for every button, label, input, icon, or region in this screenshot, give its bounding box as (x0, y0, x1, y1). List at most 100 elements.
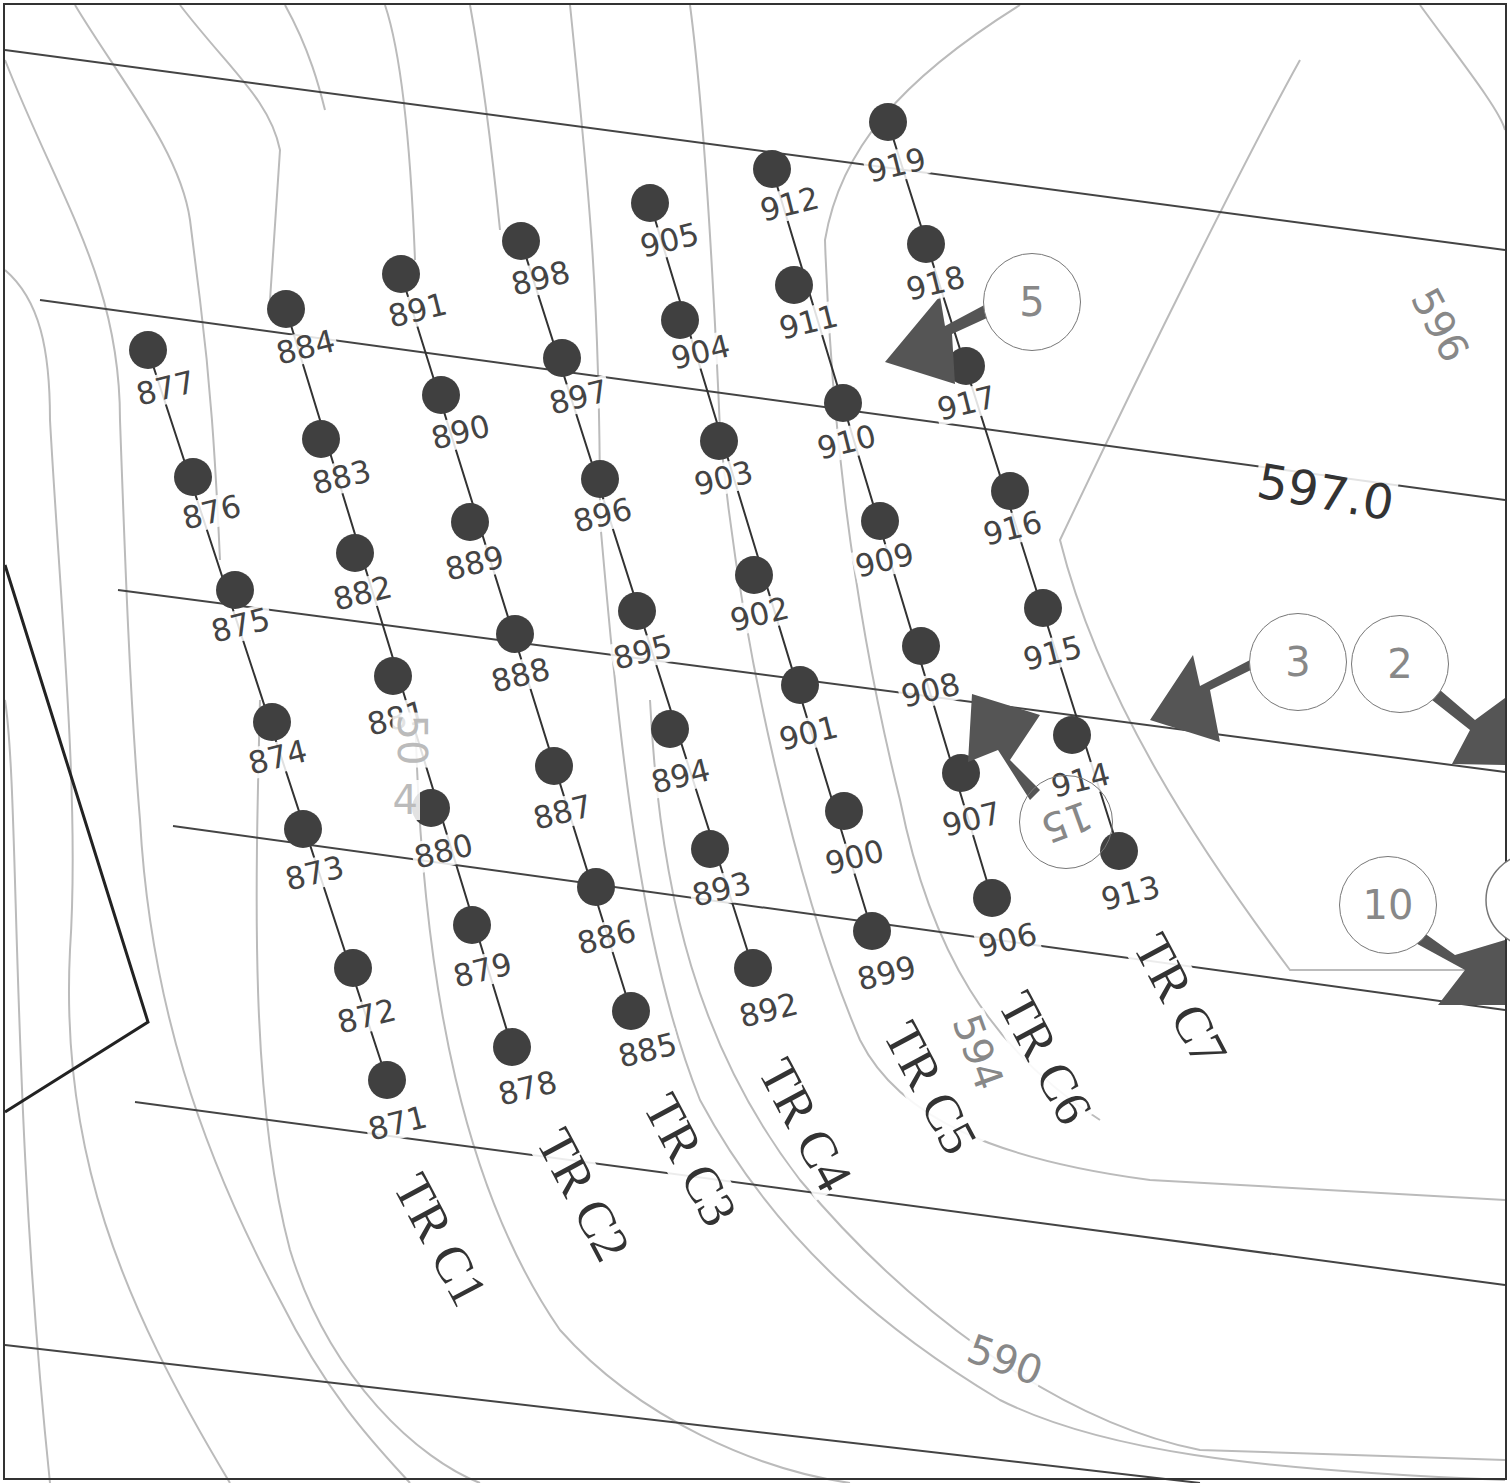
point-number: 878 (493, 1065, 562, 1110)
point-number: 901 (774, 710, 843, 755)
point-number: 897 (544, 374, 613, 419)
point-number: 898 (506, 255, 575, 300)
survey-point (535, 747, 573, 785)
point-number: 909 (850, 537, 919, 582)
survey-point (942, 754, 980, 792)
point-number: 885 (613, 1027, 682, 1072)
survey-point (973, 879, 1011, 917)
point-number: 877 (131, 365, 200, 410)
survey-point (581, 460, 619, 498)
survey-point (902, 627, 940, 665)
point-number: 896 (568, 492, 637, 537)
survey-point (651, 710, 689, 748)
survey-point (374, 657, 412, 695)
survey-point (618, 592, 656, 630)
point-number: 872 (332, 993, 401, 1038)
point-number: 903 (689, 455, 758, 500)
survey-point (1100, 832, 1138, 870)
point-number: 910 (812, 419, 881, 464)
point-number: 900 (820, 834, 889, 879)
survey-point (907, 225, 945, 263)
survey-point (496, 615, 534, 653)
survey-point (284, 810, 322, 848)
survey-point (336, 534, 374, 572)
survey-point (451, 503, 489, 541)
point-number: 906 (973, 917, 1042, 962)
callout-circle: 3 (1249, 613, 1347, 711)
callout-number: 15 (1034, 792, 1098, 853)
survey-point (734, 949, 772, 987)
point-number: 876 (177, 489, 246, 534)
survey-point (577, 868, 615, 906)
point-number: 882 (328, 570, 397, 615)
point-number: 918 (901, 260, 970, 305)
callout-circle: 15 (1019, 775, 1113, 869)
elevation-label: 50 (392, 713, 432, 768)
point-number: 895 (608, 629, 677, 674)
survey-point (382, 255, 420, 293)
survey-point (174, 458, 212, 496)
point-number: 875 (206, 602, 275, 647)
survey-point (253, 703, 291, 741)
survey-point (1024, 589, 1062, 627)
survey-point (302, 420, 340, 458)
callout-number: 10 (1363, 882, 1414, 928)
survey-point (267, 290, 305, 328)
point-number: 874 (243, 734, 312, 779)
survey-point (700, 422, 738, 460)
survey-point (453, 906, 491, 944)
point-number: 879 (448, 947, 517, 992)
survey-point (869, 103, 907, 141)
point-number: 873 (280, 850, 349, 895)
callout-circle: 5 (983, 253, 1081, 351)
elevation-label: 596 (1404, 280, 1477, 370)
point-number: 908 (896, 667, 965, 712)
survey-point (824, 384, 862, 422)
survey-point (543, 339, 581, 377)
survey-point (422, 376, 460, 414)
point-number: 891 (383, 287, 452, 332)
survey-point (735, 556, 773, 594)
callout-number: 2 (1387, 641, 1412, 687)
point-number: 887 (528, 789, 597, 834)
survey-point (661, 301, 699, 339)
survey-point (334, 949, 372, 987)
trench-name: TR C1 (383, 1164, 497, 1316)
point-number: 911 (774, 299, 843, 344)
point-number: 892 (734, 987, 803, 1032)
survey-point (368, 1061, 406, 1099)
point-number: 890 (426, 409, 495, 454)
survey-point (991, 472, 1029, 510)
trench-name: TR C7 (1123, 924, 1237, 1076)
survey-point (216, 571, 254, 609)
survey-point (129, 331, 167, 369)
point-number: 884 (271, 324, 340, 369)
survey-point (612, 992, 650, 1030)
point-number: 919 (862, 142, 931, 187)
elevation-label: 4 (391, 780, 420, 820)
survey-point (753, 150, 791, 188)
survey-point (775, 266, 813, 304)
survey-point (502, 222, 540, 260)
point-number: 917 (932, 380, 1001, 425)
callout-number: 5 (1019, 279, 1044, 325)
point-number: 902 (725, 591, 794, 636)
point-number: 871 (363, 1100, 432, 1145)
point-number: 889 (440, 540, 509, 585)
point-number: 888 (486, 652, 555, 697)
survey-point (691, 830, 729, 868)
survey-point (631, 184, 669, 222)
point-number: 907 (937, 796, 1006, 841)
survey-point (853, 912, 891, 950)
trench-name: TR C6 (988, 982, 1102, 1134)
survey-point (825, 792, 863, 830)
point-number: 913 (1096, 870, 1165, 915)
elevation-label: 597.0 (1251, 456, 1399, 528)
survey-point (781, 666, 819, 704)
survey-point (493, 1028, 531, 1066)
point-number: 899 (852, 950, 921, 995)
point-number: 886 (572, 914, 641, 959)
trench-name: TR C4 (748, 1049, 862, 1201)
